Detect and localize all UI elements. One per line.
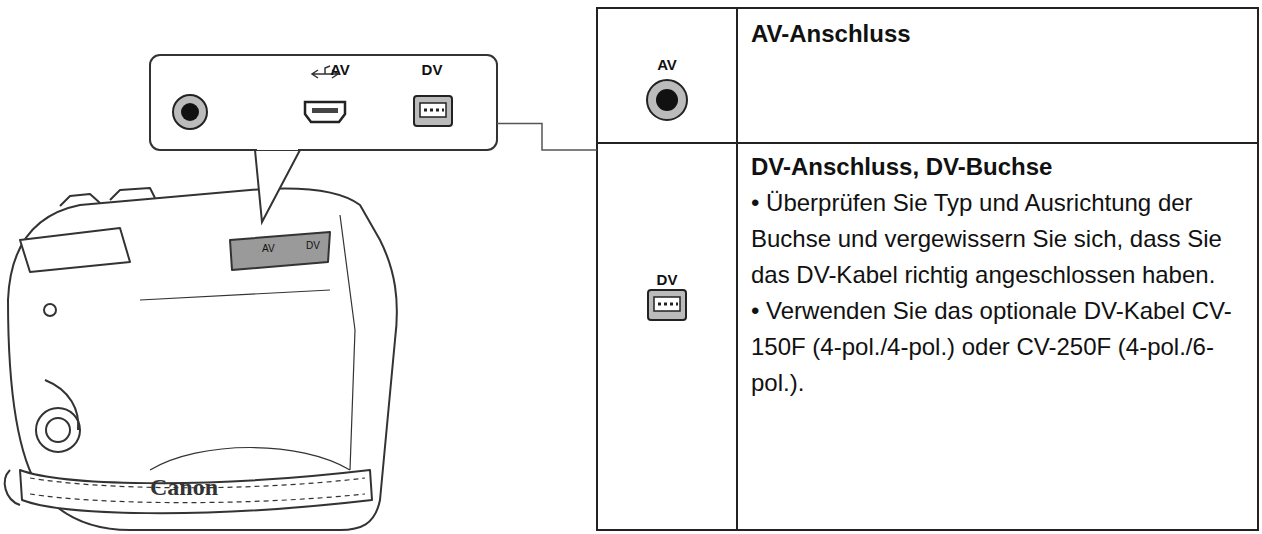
cell-heading: AV-Anschluss (751, 20, 1244, 48)
callout-box: AV DV (150, 55, 497, 150)
callout-box (150, 55, 497, 222)
panel-label: DV (306, 240, 320, 251)
jack-label: AV (320, 61, 360, 78)
brand-logo: Canon (150, 474, 218, 501)
jack-label: DV (647, 271, 687, 288)
camcorder (5, 188, 397, 530)
leader-line (497, 123, 597, 150)
cell-heading: DV-Anschluss, DV-Buchse (751, 153, 1244, 181)
table-cell: DV (597, 143, 737, 530)
table-cell: AV (597, 8, 737, 143)
cell-text: • Überprüfen Sie Typ und Ausrichtung der… (751, 185, 1244, 293)
jack-icons (173, 66, 687, 320)
table-cell: AV-Anschluss (737, 8, 1258, 143)
jack-label: AV (647, 56, 687, 73)
jack-label: DV (412, 61, 452, 78)
panel-label: AV (262, 243, 275, 254)
table-cell: DV-Anschluss, DV-Buchse • Überprüfen Sie … (737, 143, 1258, 530)
cell-text: • Verwenden Sie das optionale DV-Kabel C… (751, 293, 1244, 401)
table-grid (597, 8, 1258, 530)
